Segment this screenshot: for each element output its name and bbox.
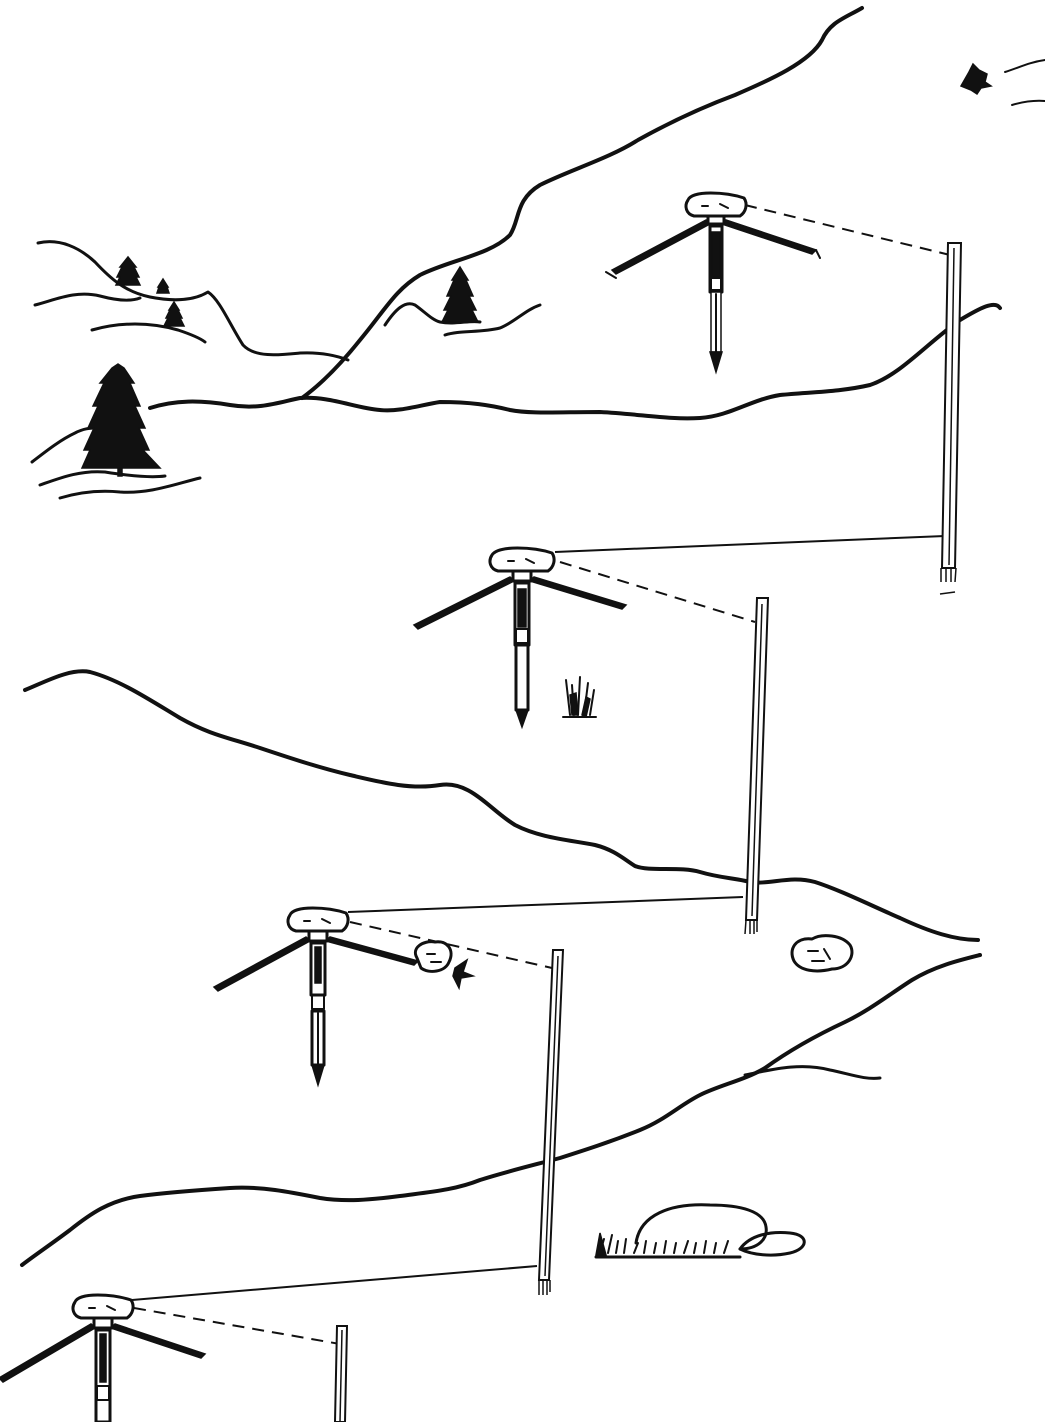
ridge-line-small-2	[1012, 101, 1045, 105]
leveling-rod-icon	[940, 243, 961, 594]
rock-icon	[792, 936, 852, 971]
leveling-rod-icon	[335, 1326, 347, 1422]
ground-line-3	[22, 955, 980, 1265]
pine-tree-icon	[82, 364, 160, 476]
pine-tree-icon	[157, 279, 169, 293]
bush-icon	[415, 942, 473, 988]
foresight-line	[134, 1308, 340, 1344]
ridge-line	[302, 8, 862, 398]
terrain	[22, 8, 1045, 1265]
sight-lines	[132, 205, 950, 1344]
decorations	[415, 677, 852, 1257]
backsight-line	[555, 536, 945, 552]
pine-tree-icon	[961, 64, 991, 94]
foresight-line	[560, 562, 755, 622]
left-hill-2	[40, 472, 165, 485]
far-hill-2	[35, 294, 140, 305]
ground-line-1	[150, 305, 1000, 419]
pine-tree-icon	[164, 302, 184, 326]
far-hill-1	[38, 242, 348, 360]
leveling-rod-icon	[539, 950, 563, 1295]
foresight-line	[745, 205, 950, 255]
ground-line-2	[25, 671, 978, 940]
backsight-line	[348, 897, 743, 912]
grass-tuft-icon	[563, 677, 596, 717]
rods	[335, 243, 961, 1422]
level-instrument-on-tripod-icon	[214, 908, 418, 1085]
pine-tree-icon	[116, 257, 140, 285]
level-instrument-on-tripod-icon	[606, 193, 820, 372]
pine-tree-icon	[442, 267, 478, 322]
rock-icon	[596, 1205, 804, 1257]
level-instrument-on-tripod-icon	[414, 548, 626, 727]
left-hill-3	[60, 478, 200, 498]
backsight-line	[132, 1266, 537, 1300]
far-hill-3	[92, 324, 205, 342]
ridge-line-small	[1005, 60, 1045, 72]
